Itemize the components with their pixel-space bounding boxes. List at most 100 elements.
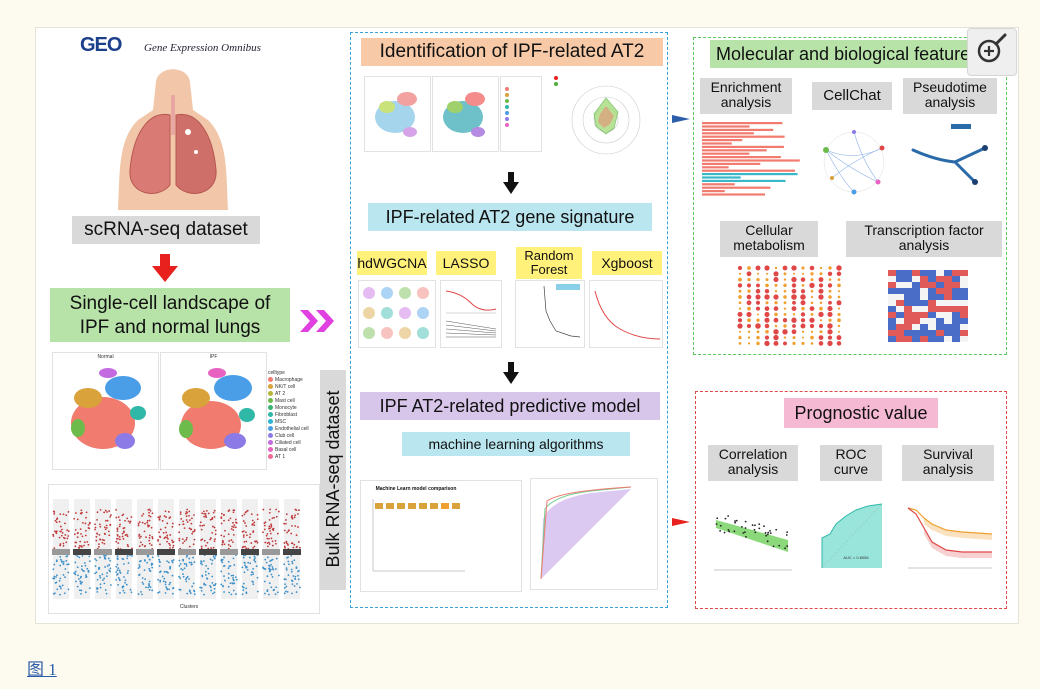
volcano-up-point [285, 519, 287, 521]
metabolism-dot [792, 272, 796, 275]
volcano-down-point [137, 593, 140, 595]
legend-swatch [268, 419, 273, 424]
volcano-down-point [285, 567, 288, 570]
metabolism-dot [810, 272, 814, 276]
metabolism-dot [828, 295, 832, 299]
volcano-up-point [53, 512, 56, 515]
volcano-down-point [268, 567, 271, 570]
volcano-down-point [52, 568, 55, 571]
metabolism-dot [809, 317, 815, 323]
volcano-up-point [74, 541, 77, 544]
volcano-down-point [101, 573, 104, 576]
volcano-down-point [62, 563, 65, 566]
heatmap-cell [960, 282, 968, 288]
volcano-up-point [115, 508, 117, 511]
legend-swatch [268, 384, 273, 389]
volcano-down-point [126, 572, 129, 575]
geo-subtitle: Gene Expression Omnibus [144, 42, 261, 54]
volcano-up-point [169, 547, 171, 549]
enrichment-bar [702, 128, 774, 131]
volcano-up-point [271, 544, 274, 547]
volcano-up-point [138, 521, 141, 523]
volcano-down-point [263, 567, 266, 570]
volcano-down-point [145, 586, 147, 589]
volcano-down-point [286, 556, 288, 559]
volcano-up-point [241, 530, 244, 533]
heatmap-cell [920, 276, 928, 282]
volcano-up-point [166, 522, 169, 525]
hdwgcna-module [381, 307, 393, 319]
heatmap-cell [952, 270, 960, 276]
figure-caption-link[interactable]: 图 1 [27, 660, 57, 679]
heatmap-cell [912, 324, 920, 330]
volcano-down-point [130, 591, 133, 594]
heatmap-cell [920, 330, 928, 336]
signature-title: IPF-related AT2 gene signature [368, 203, 652, 231]
volcano-up-point [287, 544, 289, 546]
zoom-in-button[interactable] [967, 28, 1017, 76]
volcano-down-point [81, 565, 83, 568]
heatmap-cell [912, 336, 920, 342]
legend-label: Monocyte [275, 404, 297, 411]
volcano-down-point [52, 577, 55, 580]
volcano-up-point [262, 508, 265, 511]
volcano-up-point [67, 530, 70, 533]
volcano-down-point [227, 567, 230, 570]
volcano-up-point [185, 538, 188, 541]
metabolism-dot [837, 330, 841, 333]
volcano-down-point [164, 583, 167, 586]
metabolism-dot [809, 265, 815, 271]
volcano-down-point [107, 557, 110, 560]
volcano-down-point [74, 570, 77, 573]
legend-swatch [268, 377, 273, 382]
volcano-up-point [95, 539, 98, 542]
volcano-down-point [75, 580, 77, 583]
volcano-down-point [211, 575, 214, 578]
volcano-up-point [185, 519, 188, 521]
metabolism-dot [756, 341, 760, 346]
metabolism-dot [756, 335, 760, 340]
volcano-up-point [147, 525, 150, 528]
volcano-down-point [266, 589, 269, 592]
volcano-down-point [267, 593, 270, 596]
metabolism-dot [773, 340, 779, 346]
heatmap-cell [936, 330, 944, 336]
volcano-up-point [87, 524, 90, 526]
volcano-down-point [76, 555, 79, 558]
metabolism-dot [827, 329, 833, 335]
volcano-down-point [78, 589, 81, 592]
hdwgcna-module [417, 307, 429, 319]
volcano-down-point [87, 570, 90, 573]
correlation-point [728, 530, 731, 533]
volcano-down-point [126, 555, 129, 558]
heatmap-cell [888, 288, 896, 294]
volcano-down-point [104, 557, 107, 560]
volcano-down-point [98, 567, 100, 569]
volcano-up-point [84, 522, 87, 525]
enrichment-bar [702, 156, 781, 159]
volcano-up-point [191, 517, 193, 520]
volcano-down-point [157, 555, 160, 557]
volcano-up-point [254, 540, 257, 543]
correlation-point [742, 532, 745, 534]
random-forest-plot [515, 280, 585, 348]
volcano-up-point [266, 532, 269, 535]
metabolism-dot [810, 342, 814, 345]
volcano-down-point [273, 588, 276, 591]
volcano-up-point [52, 535, 55, 537]
volcano-up-point [182, 520, 185, 523]
volcano-up-point [263, 524, 266, 527]
volcano-down-point [54, 592, 56, 595]
correlation-point [723, 531, 726, 534]
metabolism-dot [738, 295, 742, 299]
metabolism-dot [819, 272, 823, 276]
volcano-up-point [101, 541, 104, 544]
volcano-down-point [253, 555, 256, 558]
volcano-up-point [171, 539, 173, 542]
heatmap-cell [928, 312, 936, 318]
volcano-down-point [213, 587, 216, 590]
enrichment-bar [702, 135, 785, 138]
volcano-down-point [268, 582, 271, 584]
volcano-up-point [184, 512, 187, 515]
heatmap-cell [936, 270, 944, 276]
